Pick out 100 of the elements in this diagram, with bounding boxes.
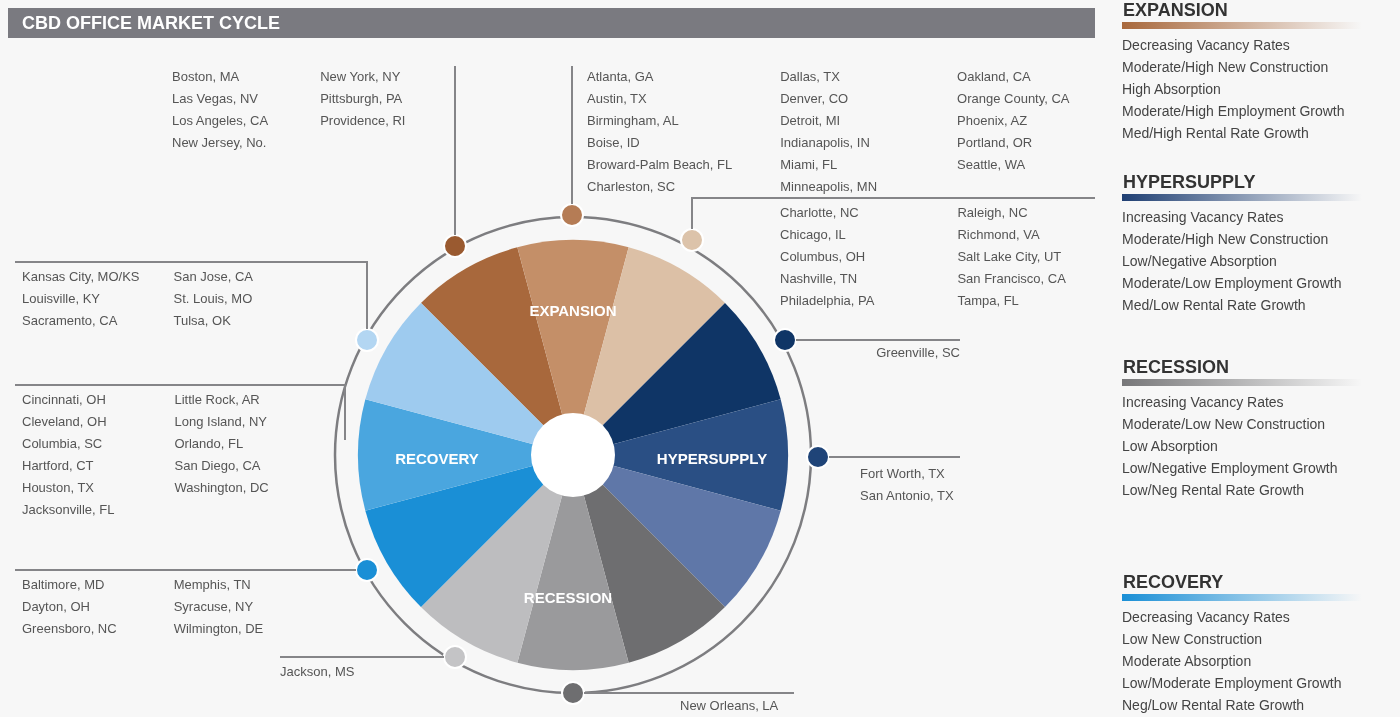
city-name: Phoenix, AZ [957, 112, 1029, 130]
city-name: Little Rock, AR [174, 391, 261, 409]
city-name: Detroit, MI [780, 112, 842, 130]
city-name: Indianapolis, IN [780, 134, 871, 152]
marker-dot [561, 681, 585, 705]
leader-line [691, 197, 1096, 230]
city-name: Oakland, CA [957, 68, 1032, 86]
city-name: Minneapolis, MN [780, 178, 878, 196]
city-name: San Francisco, CA [957, 270, 1066, 288]
city-name: Tampa, FL [957, 292, 1020, 310]
marker-dot [773, 328, 797, 352]
marker-dot [443, 645, 467, 669]
city-name: Philadelphia, PA [780, 292, 875, 310]
phase-label: EXPANSION [529, 301, 617, 319]
city-name: Cincinnati, OH [22, 391, 107, 409]
city-name: Nashville, TN [780, 270, 859, 288]
trait-text: Low Absorption [1122, 437, 1218, 456]
city-name: Las Vegas, NV [172, 90, 259, 108]
trait-text: Moderate/High Employment Growth [1122, 102, 1345, 121]
city-name: Baltimore, MD [22, 576, 106, 594]
city-name: Charlotte, NC [780, 204, 860, 222]
marker-dot [806, 445, 830, 469]
phase-label: HYPERSUPPLY [656, 449, 768, 467]
city-name: Cleveland, OH [22, 413, 108, 431]
leader-line [14, 569, 357, 571]
leader-line [14, 261, 368, 330]
marker-dot [680, 228, 704, 252]
phase-heading: EXPANSION [1123, 0, 1228, 20]
phase-heading: RECOVERY [1123, 572, 1224, 592]
city-name: Denver, CO [780, 90, 850, 108]
city-name: Boise, ID [587, 134, 641, 152]
leader-line [454, 65, 456, 236]
leader-line [828, 456, 961, 458]
city-name: Atlanta, GA [587, 68, 655, 86]
trait-text: Increasing Vacancy Rates [1122, 208, 1284, 227]
city-name: Hartford, CT [22, 457, 95, 475]
city-name: San Antonio, TX [860, 487, 954, 505]
trait-text: Neg/Low Rental Rate Growth [1122, 696, 1305, 715]
city-name: Tulsa, OK [173, 312, 232, 330]
phase-heading: RECESSION [1123, 357, 1230, 377]
city-name: Syracuse, NY [173, 598, 255, 616]
city-name: Orlando, FL [174, 435, 245, 453]
city-name: St. Louis, MO [173, 290, 253, 308]
trait-text: Moderate/Low Employment Growth [1122, 274, 1342, 293]
phase-label: RECOVERY [395, 449, 479, 467]
trait-text: Increasing Vacancy Rates [1122, 393, 1284, 412]
phase-label: RECESSION [523, 588, 613, 606]
city-name: Dayton, OH [22, 598, 91, 616]
city-name: Charleston, SC [587, 178, 677, 196]
city-name: Richmond, VA [957, 226, 1041, 244]
city-name: Long Island, NY [174, 413, 268, 431]
leader-line [279, 656, 445, 658]
city-name: Jacksonville, FL [22, 501, 115, 519]
city-name: Raleigh, NC [957, 204, 1029, 222]
city-name: Austin, TX [587, 90, 648, 108]
trait-text: Moderate/Low New Construction [1122, 415, 1326, 434]
trait-text: Moderate/High New Construction [1122, 230, 1329, 249]
city-name: Memphis, TN [173, 576, 252, 594]
trait-text: Low/Moderate Employment Growth [1122, 674, 1342, 693]
city-name: San Jose, CA [173, 268, 253, 286]
city-name: Portland, OR [957, 134, 1034, 152]
trait-text: Med/Low Rental Rate Growth [1122, 296, 1306, 315]
city-name: Pittsburgh, PA [320, 90, 404, 108]
city-name: Birmingham, AL [587, 112, 680, 130]
trait-text: Moderate Absorption [1122, 652, 1252, 671]
city-name: Kansas City, MO/KS [22, 268, 140, 286]
city-name: Houston, TX [22, 479, 96, 497]
city-name: New York, NY [320, 68, 402, 86]
city-name: Orange County, CA [957, 90, 1070, 108]
marker-dot [560, 203, 584, 227]
city-name: Columbia, SC [22, 435, 104, 453]
city-name: Sacramento, CA [22, 312, 119, 330]
city-name: Greensboro, NC [22, 620, 117, 638]
city-name: Providence, RI [320, 112, 406, 130]
trait-text: Low/Negative Absorption [1122, 252, 1277, 271]
trait-text: Low/Neg Rental Rate Growth [1122, 481, 1305, 500]
city-name: Washington, DC [174, 479, 269, 497]
city-name: Los Angeles, CA [172, 112, 269, 130]
city-name: Greenville, SC [876, 344, 960, 362]
leader-line [14, 384, 346, 441]
leader-line [571, 65, 573, 205]
city-name: Jackson, MS [280, 663, 355, 681]
city-name: Chicago, IL [780, 226, 847, 244]
city-name: Seattle, WA [957, 156, 1027, 174]
marker-dot [443, 234, 467, 258]
city-name: Boston, MA [172, 68, 241, 86]
city-name: New Jersey, No. [172, 134, 268, 152]
trait-text: High Absorption [1122, 80, 1221, 99]
leader-line [795, 339, 961, 341]
trait-text: Low New Construction [1122, 630, 1263, 649]
city-name: Broward-Palm Beach, FL [587, 156, 733, 174]
city-name: Columbus, OH [780, 248, 867, 266]
trait-text: Low/Negative Employment Growth [1122, 459, 1338, 478]
city-name: New Orleans, LA [680, 697, 779, 715]
trait-text: Decreasing Vacancy Rates [1122, 608, 1290, 627]
marker-dot [355, 558, 379, 582]
trait-text: Med/High Rental Rate Growth [1122, 124, 1309, 143]
city-name: Dallas, TX [780, 68, 841, 86]
title-bar: CBD OFFICE MARKET CYCLE [8, 8, 1095, 38]
trait-text: Decreasing Vacancy Rates [1122, 36, 1290, 55]
